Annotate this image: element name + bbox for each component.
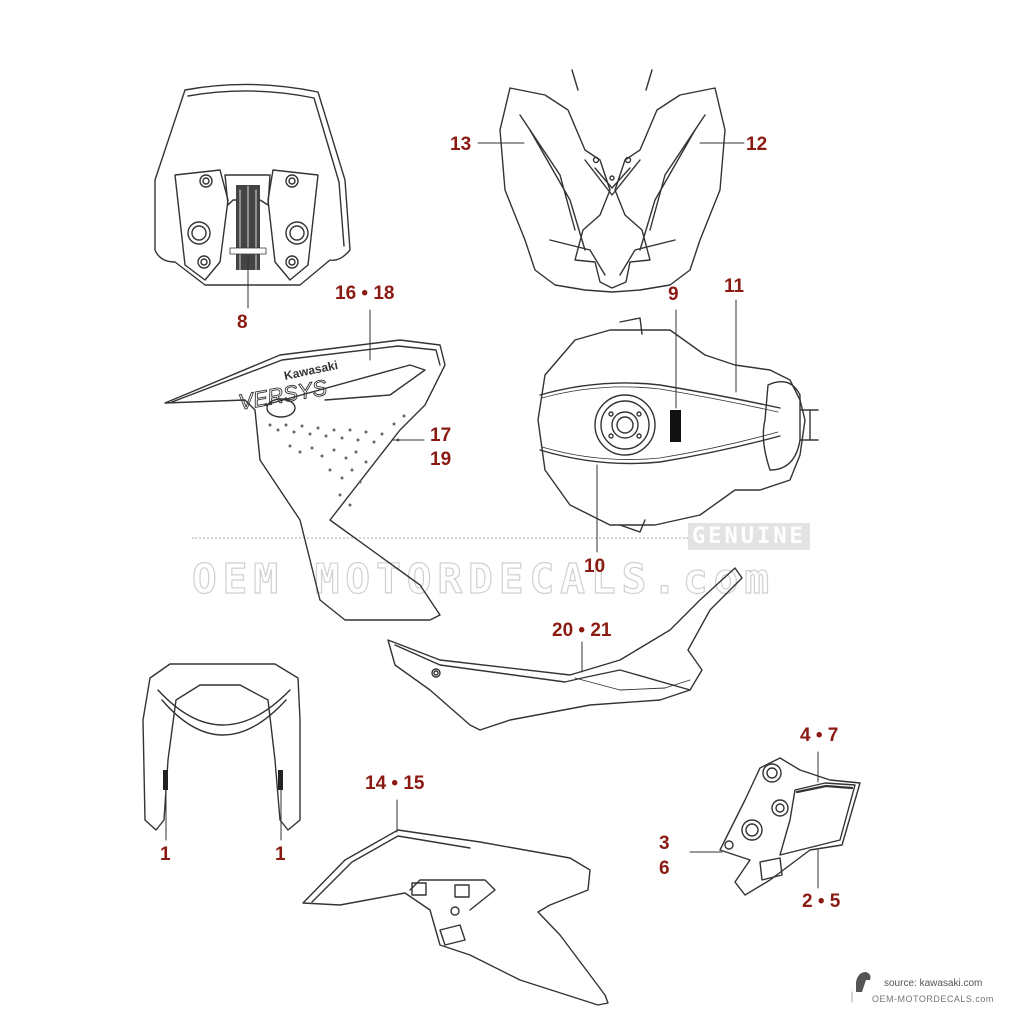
callout-10: 10	[584, 556, 606, 577]
callout-1-left: 1	[160, 844, 171, 865]
front-fender-part	[142, 663, 301, 841]
source-credit: source: kawasaki.com	[884, 978, 983, 989]
fuel-tank-part	[537, 299, 819, 553]
source-site: OEM-MOTORDECALS.com	[872, 994, 994, 1004]
callout-14-15: 14 • 15	[365, 773, 425, 794]
callout-1-right: 1	[275, 844, 286, 865]
callout-13: 13	[450, 134, 472, 155]
callout-3: 3	[659, 833, 670, 854]
side-shroud-part: Kawasaki VERSYS	[164, 309, 446, 621]
callout-12: 12	[746, 134, 768, 155]
watermark-genuine-badge: GENUINE	[688, 523, 810, 550]
side-cover-part	[387, 567, 743, 731]
callout-17: 17	[430, 425, 452, 446]
callout-8: 8	[237, 312, 248, 333]
watermark-rule	[192, 537, 688, 541]
callout-6: 6	[659, 858, 670, 879]
footpeg-bracket-part	[689, 751, 861, 896]
svg-text:VERSYS: VERSYS	[237, 375, 330, 415]
callout-9: 9	[668, 284, 679, 305]
callout-16-18: 16 • 18	[335, 283, 395, 304]
callout-19: 19	[430, 449, 452, 470]
callout-20-21: 20 • 21	[552, 620, 612, 641]
callout-2-5: 2 • 5	[802, 891, 841, 912]
callout-4-7: 4 • 7	[800, 725, 839, 746]
toucan-logo	[851, 972, 871, 1003]
belly-fairing-part	[302, 799, 609, 1006]
watermark-text: OEM MOTORDECALS.com	[191, 554, 775, 603]
callout-11: 11	[724, 276, 745, 297]
windshield-part	[154, 83, 351, 309]
front-cowl-part	[477, 69, 745, 293]
